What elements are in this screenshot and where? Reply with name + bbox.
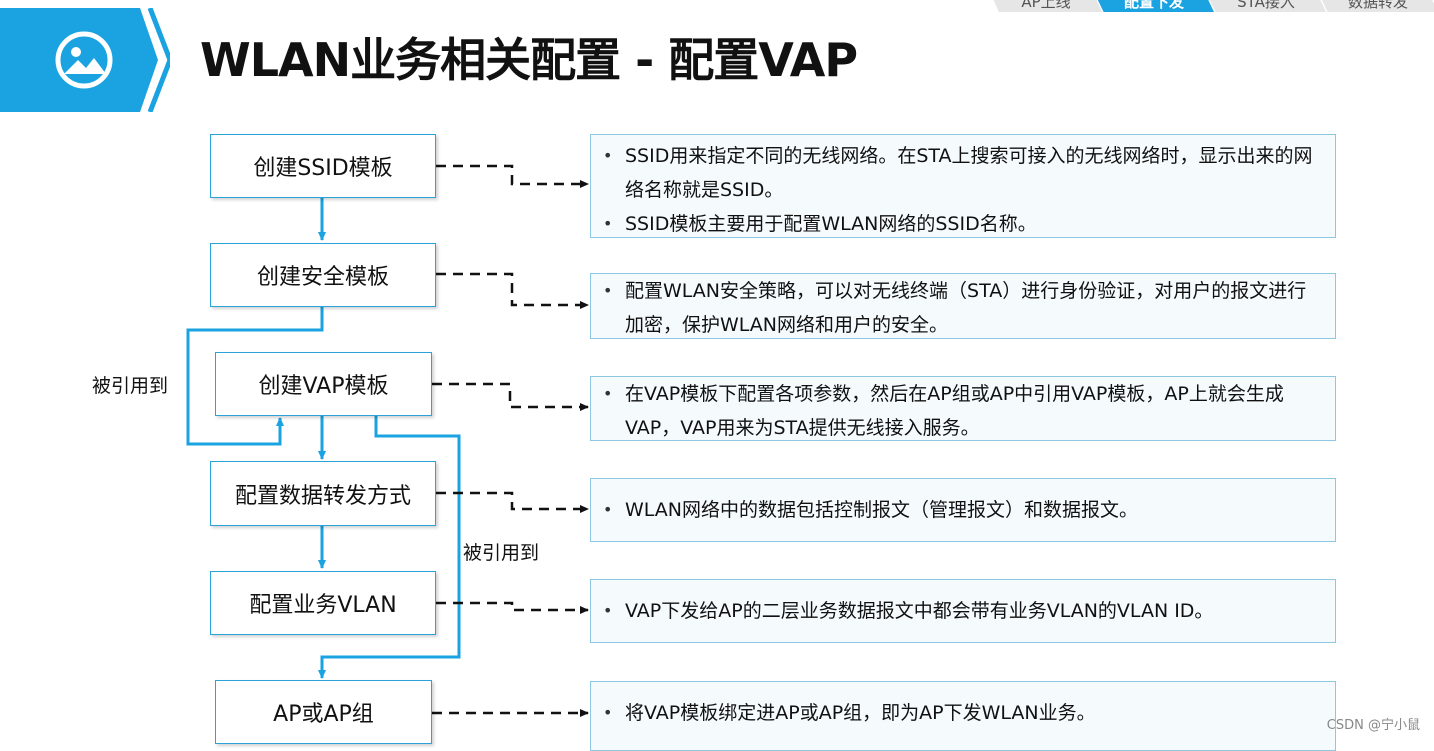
breadcrumb: AP上线 配置下发 STA接入 数据转发 <box>990 0 1434 12</box>
desc-item: VAP下发给AP的二层业务数据报文中都会带有业务VLAN的VLAN ID。 <box>603 594 1325 628</box>
desc-item: 在VAP模板下配置各项参数，然后在AP组或AP中引用VAP模板，AP上就会生成V… <box>603 377 1325 445</box>
desc-service-vlan: VAP下发给AP的二层业务数据报文中都会带有业务VLAN的VLAN ID。 <box>590 579 1336 643</box>
desc-security-profile: 配置WLAN安全策略，可以对无线终端（STA）进行身份验证，对用户的报文进行加密… <box>590 273 1336 339</box>
step-create-ssid-profile: 创建SSID模板 <box>210 134 436 198</box>
watermark: CSDN @宁小鼠 <box>1326 718 1420 733</box>
desc-item: 将VAP模板绑定进AP或AP组，即为AP下发WLAN业务。 <box>603 696 1325 730</box>
step-config-forwarding-mode: 配置数据转发方式 <box>210 461 436 526</box>
desc-item: 配置WLAN安全策略，可以对无线终端（STA）进行身份验证，对用户的报文进行加密… <box>603 274 1325 342</box>
desc-forwarding-mode: WLAN网络中的数据包括控制报文（管理报文）和数据报文。 <box>590 478 1336 542</box>
desc-vap-profile: 在VAP模板下配置各项参数，然后在AP组或AP中引用VAP模板，AP上就会生成V… <box>590 376 1336 441</box>
desc-item: WLAN网络中的数据包括控制报文（管理报文）和数据报文。 <box>603 493 1325 527</box>
referenced-label-right: 被引用到 <box>463 542 540 564</box>
step-config-service-vlan: 配置业务VLAN <box>210 571 436 635</box>
dashed-connector-5 <box>436 601 589 614</box>
desc-item: SSID用来指定不同的无线网络。在STA上搜索可接入的无线网络时，显示出来的网络… <box>603 139 1325 207</box>
desc-ssid-profile: SSID用来指定不同的无线网络。在STA上搜索可接入的无线网络时，显示出来的网络… <box>590 134 1336 241</box>
dashed-connector-4 <box>436 491 589 513</box>
dashed-connector-2 <box>436 272 589 309</box>
breadcrumb-item-config-delivery[interactable]: 配置下发 <box>1094 0 1214 12</box>
page-title: WLAN业务相关配置 - 配置VAP <box>200 33 858 87</box>
step-create-vap-profile: 创建VAP模板 <box>215 352 432 416</box>
header-band <box>0 8 170 112</box>
breadcrumb-item-data-forwarding[interactable]: 数据转发 <box>1318 0 1434 12</box>
breadcrumb-item-sta-access[interactable]: STA接入 <box>1206 0 1326 12</box>
desc-item: SSID模板主要用于配置WLAN网络的SSID名称。 <box>603 207 1325 241</box>
step-ap-or-ap-group: AP或AP组 <box>215 680 432 744</box>
step-create-security-profile: 创建安全模板 <box>210 243 436 307</box>
dashed-connector-1 <box>436 164 589 188</box>
image-icon <box>55 31 113 89</box>
breadcrumb-item-ap-online[interactable]: AP上线 <box>990 0 1102 12</box>
reference-arrow-right <box>318 416 461 679</box>
referenced-label-left: 被引用到 <box>92 375 169 397</box>
dashed-connector-3 <box>432 382 589 411</box>
reference-arrow-left <box>186 307 324 446</box>
